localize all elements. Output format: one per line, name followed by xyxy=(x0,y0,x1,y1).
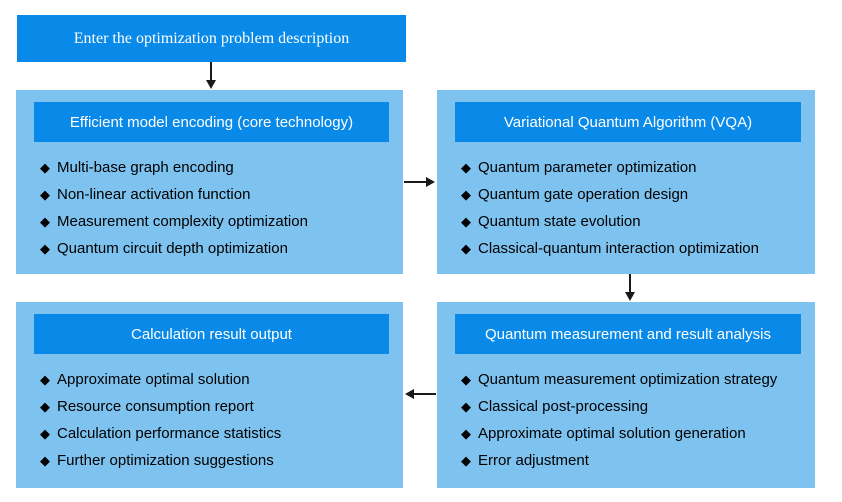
panel-model-encoding-title: Efficient model encoding (core technolog… xyxy=(34,102,389,142)
diamond-bullet-icon: ◆ xyxy=(461,372,471,387)
diamond-bullet-icon: ◆ xyxy=(461,160,471,175)
panel-result-output-items: ◆ Approximate optimal solution ◆ Resourc… xyxy=(40,366,395,474)
arrow-head-down-icon xyxy=(206,80,216,89)
start-node: Enter the optimization problem descripti… xyxy=(17,15,406,62)
list-item-label: Classical post-processing xyxy=(478,398,649,415)
arrow-head-down-icon xyxy=(625,292,635,301)
list-item: ◆ Measurement complexity optimization xyxy=(40,208,395,235)
panel-model-encoding: Efficient model encoding (core technolog… xyxy=(16,90,403,274)
list-item-label: Error adjustment xyxy=(478,452,589,469)
list-item: ◆ Classical post-processing xyxy=(461,393,807,420)
diamond-bullet-icon: ◆ xyxy=(461,426,471,441)
list-item-label: Measurement complexity optimization xyxy=(57,213,308,230)
list-item: ◆ Quantum circuit depth optimization xyxy=(40,235,395,262)
list-item: ◆ Quantum measurement optimization strat… xyxy=(461,366,807,393)
arrow-head-left-icon xyxy=(405,389,414,399)
diamond-bullet-icon: ◆ xyxy=(40,214,50,229)
arrow-head-right-icon xyxy=(426,177,435,187)
diamond-bullet-icon: ◆ xyxy=(40,426,50,441)
list-item-label: Resource consumption report xyxy=(57,398,254,415)
arrow-stem xyxy=(210,62,212,80)
list-item: ◆ Further optimization suggestions xyxy=(40,447,395,474)
diamond-bullet-icon: ◆ xyxy=(461,187,471,202)
diamond-bullet-icon: ◆ xyxy=(461,214,471,229)
arrow-stem xyxy=(404,181,426,183)
panel-result-output-title: Calculation result output xyxy=(34,314,389,354)
arrow-stem xyxy=(629,274,631,292)
diamond-bullet-icon: ◆ xyxy=(461,241,471,256)
list-item-label: Approximate optimal solution xyxy=(57,371,250,388)
list-item-label: Classical-quantum interaction optimizati… xyxy=(478,240,759,257)
diamond-bullet-icon: ◆ xyxy=(40,160,50,175)
list-item-label: Quantum circuit depth optimization xyxy=(57,240,288,257)
panel-vqa-title: Variational Quantum Algorithm (VQA) xyxy=(455,102,801,142)
list-item: ◆ Resource consumption report xyxy=(40,393,395,420)
panel-vqa: Variational Quantum Algorithm (VQA) ◆ Qu… xyxy=(437,90,815,274)
list-item-label: Calculation performance statistics xyxy=(57,425,282,442)
list-item-label: Quantum measurement optimization strateg… xyxy=(478,371,778,388)
list-item-label: Quantum gate operation design xyxy=(478,186,689,203)
list-item-label: Multi-base graph encoding xyxy=(57,159,234,176)
list-item: ◆ Calculation performance statistics xyxy=(40,420,395,447)
diamond-bullet-icon: ◆ xyxy=(40,453,50,468)
list-item: ◆ Quantum gate operation design xyxy=(461,181,807,208)
list-item: ◆ Classical-quantum interaction optimiza… xyxy=(461,235,807,262)
list-item: ◆ Non-linear activation function xyxy=(40,181,395,208)
diamond-bullet-icon: ◆ xyxy=(40,399,50,414)
diamond-bullet-icon: ◆ xyxy=(461,453,471,468)
list-item: ◆ Approximate optimal solution generatio… xyxy=(461,420,807,447)
panel-measurement-analysis-title: Quantum measurement and result analysis xyxy=(455,314,801,354)
panel-result-output: Calculation result output ◆ Approximate … xyxy=(16,302,403,488)
start-node-label: Enter the optimization problem descripti… xyxy=(73,29,350,47)
list-item: ◆ Quantum state evolution xyxy=(461,208,807,235)
diamond-bullet-icon: ◆ xyxy=(461,399,471,414)
list-item: ◆ Quantum parameter optimization xyxy=(461,154,807,181)
panel-measurement-analysis: Quantum measurement and result analysis … xyxy=(437,302,815,488)
list-item-label: Approximate optimal solution generation xyxy=(478,425,746,442)
arrow-stem xyxy=(414,393,436,395)
panel-measurement-analysis-items: ◆ Quantum measurement optimization strat… xyxy=(461,366,807,474)
list-item: ◆ Error adjustment xyxy=(461,447,807,474)
diamond-bullet-icon: ◆ xyxy=(40,241,50,256)
diamond-bullet-icon: ◆ xyxy=(40,372,50,387)
panel-vqa-items: ◆ Quantum parameter optimization ◆ Quant… xyxy=(461,154,807,262)
list-item-label: Further optimization suggestions xyxy=(57,452,274,469)
list-item-label: Quantum parameter optimization xyxy=(478,159,697,176)
panel-model-encoding-items: ◆ Multi-base graph encoding ◆ Non-linear… xyxy=(40,154,395,262)
diamond-bullet-icon: ◆ xyxy=(40,187,50,202)
list-item-label: Quantum state evolution xyxy=(478,213,641,230)
list-item: ◆ Approximate optimal solution xyxy=(40,366,395,393)
list-item-label: Non-linear activation function xyxy=(57,186,251,203)
list-item: ◆ Multi-base graph encoding xyxy=(40,154,395,181)
